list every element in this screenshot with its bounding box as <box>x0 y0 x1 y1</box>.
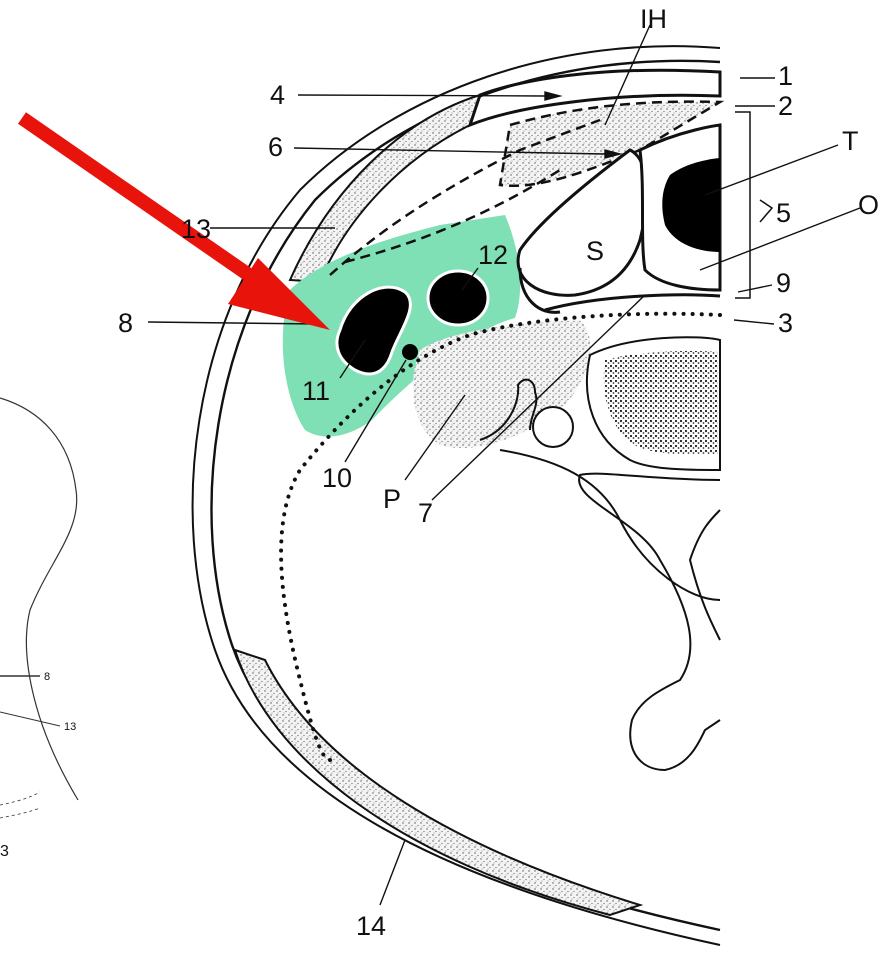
inset-dashed-line-2 <box>0 808 40 818</box>
bracket-5 <box>735 112 750 298</box>
inset-label-8: 8 <box>44 671 50 683</box>
label-7: 7 <box>418 498 433 528</box>
label-11: 11 <box>302 376 330 406</box>
inset-contour <box>0 398 78 800</box>
label-IH: IH <box>640 4 667 34</box>
label-8: 8 <box>118 308 133 338</box>
label-6: 6 <box>268 132 283 162</box>
arrowhead-4 <box>545 92 560 100</box>
label-5: 5 <box>776 198 791 228</box>
vessel-12 <box>428 271 488 325</box>
spinal-canal <box>500 450 720 770</box>
leader-4 <box>298 95 545 96</box>
label-2: 2 <box>778 91 793 121</box>
leader-14 <box>380 840 405 905</box>
brace-5 <box>760 200 772 222</box>
label-T: T <box>842 126 859 156</box>
label-4: 4 <box>270 80 285 110</box>
red-arrow-shaft <box>22 118 285 300</box>
label-P: P <box>383 484 401 514</box>
inset-leader-13 <box>0 712 60 726</box>
leader-9 <box>738 285 772 292</box>
label-13-partial: 13 <box>181 214 211 244</box>
label-12: 12 <box>478 240 508 270</box>
inset-drawing <box>0 398 78 818</box>
cord-outline <box>690 510 720 640</box>
red-arrow <box>22 118 330 330</box>
inset-label-partial: 3 <box>0 843 9 860</box>
vertebral-foramen <box>533 407 573 447</box>
label-1: 1 <box>778 61 793 91</box>
label-S: S <box>586 236 604 266</box>
leader-T <box>705 145 838 195</box>
inset-dashed-line <box>0 792 40 805</box>
label-3: 3 <box>778 308 793 338</box>
label-14: 14 <box>356 911 386 941</box>
lower-muscle-band <box>235 650 640 915</box>
label-9: 9 <box>776 268 791 298</box>
inset-label-13: 13 <box>64 721 76 733</box>
leader-3 <box>734 320 774 324</box>
label-10: 10 <box>322 463 352 493</box>
label-O: O <box>858 190 879 220</box>
vessel-10 <box>402 344 418 360</box>
